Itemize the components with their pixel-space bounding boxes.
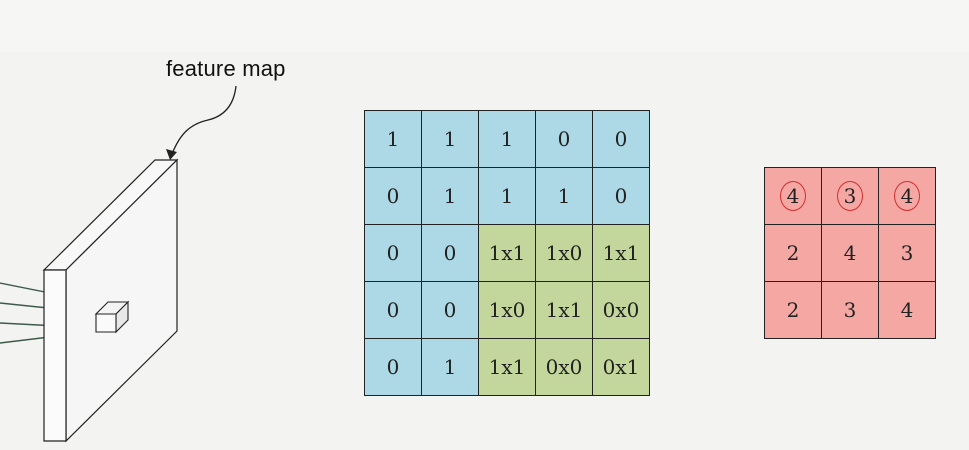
input-cell: 1: [422, 168, 479, 225]
input-cell: 0: [422, 282, 479, 339]
circled-value: 4: [894, 181, 920, 211]
output-cell: 2: [765, 282, 822, 339]
output-cell: 3: [822, 282, 879, 339]
input-cell: 1: [479, 168, 536, 225]
output-cell: 4: [879, 282, 936, 339]
input-cell: 0: [365, 339, 422, 396]
arrow-head: [166, 149, 177, 160]
kernel-cell: 1x1: [479, 225, 536, 282]
input-cell: 0: [365, 282, 422, 339]
output-cell: 4: [879, 168, 936, 225]
kernel-cell: 1x0: [536, 225, 593, 282]
kernel-cell: 0x0: [593, 282, 650, 339]
kernel-cell: 1x0: [479, 282, 536, 339]
input-cell: 0: [593, 111, 650, 168]
kernel-cell: 0x0: [536, 339, 593, 396]
circled-value: 3: [837, 181, 863, 211]
circled-value: 4: [780, 181, 806, 211]
feature-map-label: feature map: [166, 56, 286, 81]
kernel-cell: 1x1: [593, 225, 650, 282]
kernel-cell: 1x1: [479, 339, 536, 396]
feature-map-arrow: [171, 85, 237, 155]
output-value: 2: [786, 241, 800, 265]
output-cell: 4: [822, 225, 879, 282]
output-value: 2: [786, 298, 800, 322]
kernel-cell: 1x1: [536, 282, 593, 339]
output-value: 3: [843, 298, 857, 322]
input-cell: 0: [365, 168, 422, 225]
output-cell: 3: [879, 225, 936, 282]
output-value: 3: [900, 241, 914, 265]
input-cell: 0: [593, 168, 650, 225]
output-matrix: 4 3 4 2 4 3 2 3 4: [764, 167, 936, 339]
input-cell: 0: [422, 225, 479, 282]
input-cell: 0: [365, 225, 422, 282]
output-cell: 4: [765, 168, 822, 225]
output-value: 4: [900, 298, 914, 322]
output-cell: 3: [822, 168, 879, 225]
input-cell: 1: [479, 111, 536, 168]
kernel-cube: [94, 300, 130, 334]
input-cell: 0: [536, 111, 593, 168]
input-cell: 1: [536, 168, 593, 225]
output-value: 4: [843, 241, 857, 265]
input-cell: 1: [365, 111, 422, 168]
input-cell: 1: [422, 111, 479, 168]
top-band: [0, 0, 969, 52]
output-cell: 2: [765, 225, 822, 282]
input-cell: 1: [422, 339, 479, 396]
slab-left-face: [43, 269, 67, 442]
kernel-cell: 0x1: [593, 339, 650, 396]
